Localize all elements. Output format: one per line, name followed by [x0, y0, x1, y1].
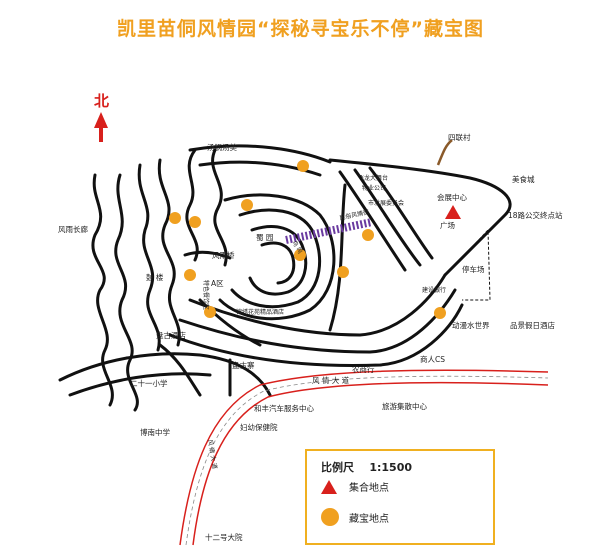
scale-label: 比例尺 [321, 461, 354, 474]
treasure-dot [434, 307, 446, 319]
label-feilong: 飞龙大舞台 [358, 174, 388, 182]
treasure-dot [337, 266, 349, 278]
assembly-point-icon [445, 205, 461, 219]
label-fuyou: 妇幼保健院 [240, 422, 278, 432]
scale-value: 1:1500 [369, 461, 412, 474]
label-meishi: 美食城 [512, 174, 535, 184]
treasure-dot [241, 199, 253, 211]
north-arrow-icon: 北 [94, 92, 109, 142]
main-avenue [179, 369, 549, 546]
creek-line [436, 139, 453, 166]
legend-assembly-row: 集合地点 [321, 479, 389, 494]
label-fengyu-changlang: 风雨长廊 [58, 224, 88, 234]
label-bus-station: 18路公交终点站 [508, 210, 563, 220]
label-shangren: 商人CS [420, 354, 445, 364]
legend-scale: 比例尺 1:1500 [321, 459, 412, 475]
treasure-dot [189, 216, 201, 228]
road-network [58, 144, 512, 412]
label-shuyuan: 蜀 园 [256, 233, 273, 242]
treasure-legend-icon [321, 508, 339, 526]
label-shierhao: 十二号大院 [205, 532, 243, 542]
label-a-area: A区 [211, 279, 224, 288]
treasure-dot [362, 229, 374, 241]
treasure-dot [184, 269, 196, 281]
label-lvyou: 旅游集散中心 [382, 401, 427, 411]
treasure-markers [169, 160, 446, 319]
treasure-dot [294, 249, 306, 261]
label-feilong-sub: 物业公司 [362, 184, 386, 192]
treasure-legend-label: 藏宝地点 [349, 513, 389, 525]
purple-road [285, 218, 373, 244]
label-panzhai: 盘古寨 [232, 360, 255, 370]
treasure-dot [204, 306, 216, 318]
map-title: 凯里苗侗风情园“探秘寻宝乐不停”藏宝图 [117, 18, 484, 40]
label-hefeng: 和丰汽车服务中心 [254, 403, 314, 413]
treasure-dot [297, 160, 309, 172]
label-huizhan: 会展中心 [437, 192, 467, 202]
label-nongshang: 农商行 [352, 364, 375, 374]
label-ershiyi: 二十一小学 [130, 378, 168, 388]
parking-lot-outline [461, 228, 491, 301]
compass-label: 北 [94, 92, 109, 110]
legend-treasure-row: 藏宝地点 [321, 508, 389, 526]
label-shijie: 市发展委员会 [368, 199, 404, 207]
assembly-legend-icon [321, 479, 337, 494]
label-fengyuqiao: 风雨桥 [212, 250, 235, 260]
label-jianshe: 建设银行 [422, 286, 446, 294]
label-tangguo: 汤锅汤美 [207, 142, 237, 152]
map-legend: 比例尺 1:1500 集合地点 藏宝地点 [305, 449, 495, 545]
treasure-dot [169, 212, 181, 224]
label-parking: 停车场 [462, 264, 485, 274]
label-tese: 特色餐饮区 [202, 280, 210, 310]
label-jinyu: 锦绣花苑精品酒店 [236, 308, 284, 316]
label-gulou: 鼓 楼 [146, 272, 164, 282]
label-siliancun: 四联村 [448, 132, 471, 142]
label-fengqing-dadao: 风 情 大 道 [312, 375, 350, 385]
label-boyu: 博南中学 [140, 427, 170, 437]
label-fengqing-vertical: 风 情 大 道 [206, 439, 219, 470]
label-guangchang: 广场 [440, 220, 455, 230]
assembly-legend-label: 集合地点 [349, 483, 389, 494]
label-pinshang: 品景假日酒店 [510, 320, 555, 330]
label-shuishang: 动漫水世界 [452, 320, 490, 330]
label-panjiu: 盘古酒店 [156, 330, 186, 340]
